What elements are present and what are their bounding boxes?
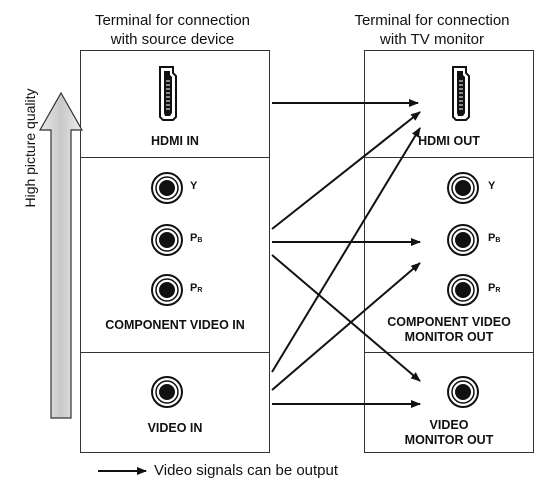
video-monitor-out-label: VIDEO MONITOR OUT bbox=[364, 418, 534, 448]
monitor-y-jack-icon bbox=[447, 172, 479, 204]
legend-text: Video signals can be output bbox=[154, 462, 339, 479]
source-pb-jack-icon bbox=[151, 224, 183, 256]
monitor-pr-jack-label: PR bbox=[488, 282, 500, 294]
component-video-monitor-out-label: COMPONENT VIDEO MONITOR OUT bbox=[364, 315, 534, 345]
source-pr-jack-icon bbox=[151, 274, 183, 306]
component-out-line1: COMPONENT VIDEO bbox=[387, 315, 511, 329]
source-heading-line2: with source device bbox=[110, 31, 235, 48]
source-terminal-heading: Terminal for connection with source devi… bbox=[50, 11, 295, 49]
monitor-y-letter: Y bbox=[488, 180, 496, 192]
source-pb-sub: B bbox=[197, 237, 203, 244]
source-divider-bottom bbox=[80, 352, 270, 353]
monitor-heading-line2: with TV monitor bbox=[380, 31, 484, 48]
source-video-jack-icon bbox=[151, 376, 183, 408]
hdmi-in-label: HDMI IN bbox=[151, 134, 199, 148]
monitor-video-jack-icon bbox=[447, 376, 479, 408]
arrow-video-to-hdmi bbox=[271, 127, 421, 373]
monitor-y-jack-label: Y bbox=[488, 180, 495, 192]
source-divider-top bbox=[80, 157, 270, 158]
hdmi-out-port-icon bbox=[452, 66, 470, 121]
monitor-pr-jack-icon bbox=[447, 274, 479, 306]
monitor-pr-sub: R bbox=[495, 287, 501, 294]
arrow-component-to-hdmi bbox=[271, 111, 421, 230]
monitor-terminal-heading: Terminal for connection with TV monitor bbox=[322, 11, 542, 49]
source-y-jack-icon bbox=[151, 172, 183, 204]
monitor-divider-top bbox=[364, 157, 534, 158]
monitor-pb-letter: P bbox=[488, 232, 496, 244]
monitor-pr-letter: P bbox=[488, 282, 496, 294]
monitor-divider-bottom bbox=[364, 352, 534, 353]
video-in-label: VIDEO IN bbox=[147, 421, 203, 435]
source-heading-line1: Terminal for connection bbox=[94, 12, 251, 29]
monitor-pb-jack-icon bbox=[447, 224, 479, 256]
source-pr-jack-label: PR bbox=[190, 282, 202, 294]
video-out-line2: MONITOR OUT bbox=[404, 433, 494, 447]
monitor-pb-jack-label: PB bbox=[488, 232, 500, 244]
source-pb-jack-label: PB bbox=[190, 232, 202, 244]
source-pr-letter: P bbox=[190, 282, 198, 294]
monitor-heading-line1: Terminal for connection bbox=[354, 12, 510, 29]
hdmi-in-port-icon bbox=[159, 66, 177, 121]
arrow-video-to-component bbox=[271, 262, 421, 391]
video-out-line1: VIDEO bbox=[429, 418, 469, 432]
component-video-in-label: COMPONENT VIDEO IN bbox=[105, 318, 245, 332]
quality-up-arrow bbox=[38, 91, 84, 419]
source-pb-letter: P bbox=[190, 232, 198, 244]
monitor-pb-sub: B bbox=[495, 237, 501, 244]
component-out-line2: MONITOR OUT bbox=[404, 330, 494, 344]
source-y-jack-label: Y bbox=[190, 180, 197, 192]
source-y-letter: Y bbox=[190, 180, 198, 192]
arrow-component-to-video-out bbox=[271, 254, 421, 382]
hdmi-out-label: HDMI OUT bbox=[418, 134, 480, 148]
source-pr-sub: R bbox=[197, 287, 203, 294]
